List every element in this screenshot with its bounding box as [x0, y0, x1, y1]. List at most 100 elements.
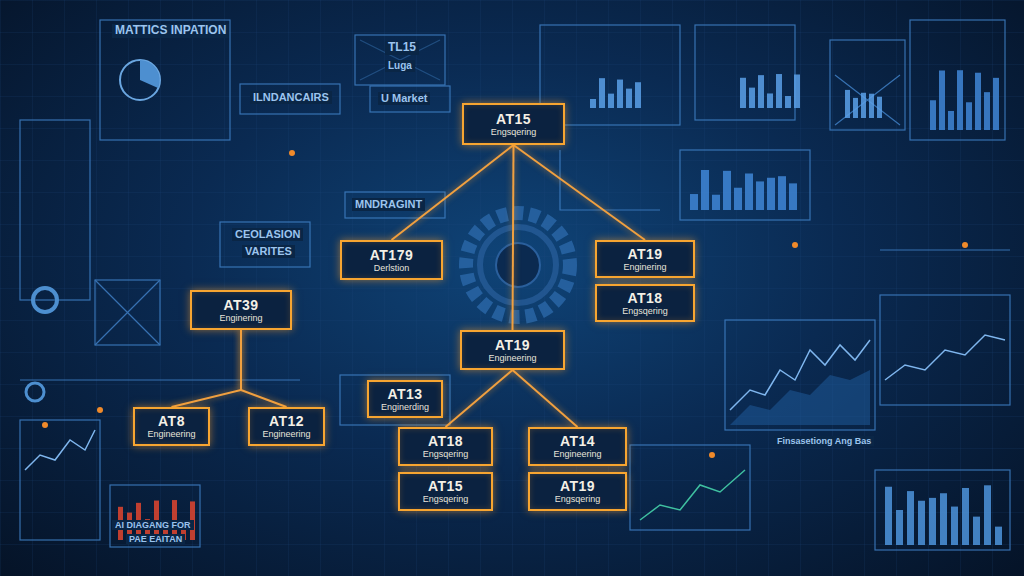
box-id: AT14: [560, 433, 595, 449]
chart-bar: [756, 181, 764, 210]
bar-charts: [118, 70, 1002, 545]
tree-connector: [513, 370, 578, 427]
panel-label: U Market: [378, 92, 430, 105]
panel-label: AI DIAGANG FOR: [112, 520, 194, 530]
box-subtitle: Engineering: [553, 449, 601, 460]
chart-bar: [789, 183, 797, 210]
chart-bar: [896, 510, 903, 545]
chart-bar: [939, 70, 945, 130]
panel-outlines: [20, 20, 1010, 550]
box-id: AT15: [428, 478, 463, 494]
chart-bar: [957, 70, 963, 130]
box-subtitle: Engsqering: [423, 494, 469, 505]
process-box: AT18Engsqering: [398, 427, 493, 466]
tree-connector: [392, 145, 514, 240]
chart-bar: [745, 173, 753, 210]
box-subtitle: Derlstion: [374, 263, 410, 274]
box-subtitle: Engineering: [488, 353, 536, 364]
chart-bar: [776, 74, 782, 108]
panel-label: CEOLASION: [232, 228, 303, 241]
box-subtitle: Engineering: [147, 429, 195, 440]
tree-connector: [514, 145, 646, 240]
tree-connector: [446, 370, 513, 427]
process-box: AT179Derlstion: [340, 240, 443, 280]
chart-bar: [951, 507, 958, 545]
chart-bar: [973, 517, 980, 545]
panel-label: ILNDANCAIRS: [250, 91, 332, 104]
chart-bar: [966, 102, 972, 130]
chart-bar: [626, 89, 632, 108]
process-box: AT15Engsqering: [398, 472, 493, 511]
box-subtitle: Enginerding: [381, 402, 429, 413]
box-id: AT19: [627, 246, 662, 262]
chart-bar: [845, 90, 850, 118]
process-box: AT14Engineering: [528, 427, 627, 466]
chart-bar: [635, 82, 641, 108]
tree-connector: [513, 145, 514, 330]
tree-connector: [241, 330, 287, 407]
chart-bar: [749, 88, 755, 108]
panel-label: Luga: [385, 60, 415, 72]
box-subtitle: Enginering: [623, 262, 666, 273]
chart-bar: [907, 491, 914, 545]
chart-bar: [984, 485, 991, 545]
chart-bar: [723, 171, 731, 210]
chart-bar: [940, 493, 947, 545]
box-id: AT19: [495, 337, 530, 353]
chart-bar: [869, 94, 874, 118]
box-subtitle: Engsqering: [622, 306, 668, 317]
box-id: AT13: [387, 386, 422, 402]
accent-dots: [42, 150, 968, 458]
box-id: AT8: [158, 413, 185, 429]
process-box: AT15Engsqering: [462, 103, 565, 145]
chart-bar: [690, 194, 698, 210]
chart-bar: [948, 111, 954, 130]
process-box: AT18Engsqering: [595, 284, 695, 322]
panel-label: MATTICS INPATION: [112, 24, 229, 38]
chart-bar: [599, 78, 605, 108]
chart-bar: [861, 93, 866, 118]
process-box: AT19Engineering: [460, 330, 565, 370]
box-id: AT18: [627, 290, 662, 306]
box-subtitle: Engsqering: [423, 449, 469, 460]
chart-bar: [740, 78, 746, 108]
chart-bar: [767, 93, 773, 108]
chart-bar: [767, 178, 775, 210]
chart-bar: [778, 176, 786, 210]
box-subtitle: Engsqering: [491, 127, 537, 138]
chart-bar: [617, 80, 623, 108]
chart-bar: [918, 501, 925, 545]
chart-bar: [608, 94, 614, 108]
panel-label: PAE EAITAN: [126, 534, 185, 544]
process-box: AT39Enginering: [190, 290, 292, 330]
chart-bar: [734, 188, 742, 210]
chart-bar: [984, 92, 990, 130]
box-subtitle: Enginering: [219, 313, 262, 324]
chart-bar: [701, 170, 709, 210]
panel-label: MNDRAGINT: [352, 198, 425, 211]
chart-bar: [794, 74, 800, 108]
chart-bar: [590, 99, 596, 108]
panel-label: TL15: [385, 41, 419, 55]
box-id: AT18: [428, 433, 463, 449]
box-id: AT39: [223, 297, 258, 313]
chart-bar: [853, 98, 858, 118]
box-subtitle: Engineering: [262, 429, 310, 440]
box-id: AT19: [560, 478, 595, 494]
chart-bar: [993, 78, 999, 130]
chart-bar: [785, 96, 791, 108]
panel-label: Finsasetiong Ang Bas: [774, 436, 874, 446]
chart-bar: [930, 100, 936, 130]
chart-bar: [758, 75, 764, 108]
pie-chart: [26, 60, 160, 401]
box-id: AT179: [370, 247, 413, 263]
box-id: AT12: [269, 413, 304, 429]
tree-connector: [172, 330, 242, 407]
chart-bar: [929, 498, 936, 545]
panel-label: VARITES: [242, 245, 295, 258]
chart-bar: [712, 195, 720, 210]
process-box: AT8Engineering: [133, 407, 210, 446]
box-id: AT15: [496, 111, 531, 127]
